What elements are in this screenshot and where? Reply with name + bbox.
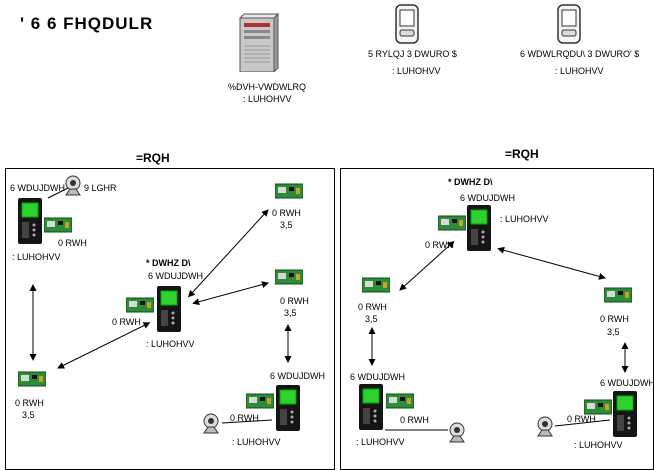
mote-pir-label: 3,5 xyxy=(284,308,297,318)
gateway-label: * DWHZ D\ xyxy=(448,177,493,187)
webcam-icon xyxy=(446,422,468,444)
link-gateway-to-mote-mr xyxy=(198,283,268,302)
pda-b-wireless-label: : LUHOHVV xyxy=(555,66,604,76)
stargate-device-icon xyxy=(612,390,638,438)
mote-label: 0 RWH xyxy=(112,317,141,327)
mote-board-icon xyxy=(438,214,466,232)
stargate-label: 6 WDUJDWH xyxy=(270,371,325,381)
mote-label: 0 RWH xyxy=(280,296,309,306)
pda-a-wireless-label: : LUHOHVV xyxy=(392,66,441,76)
stargate-device-icon xyxy=(358,383,384,431)
mote-pir-label: 3,5 xyxy=(607,327,620,337)
pda-a-label: 5 RYLQJ 3 DWURO $ xyxy=(368,49,457,59)
wireless-label: : LUHOHVV xyxy=(232,437,281,447)
mote-board-icon xyxy=(275,182,303,200)
stargate-label: 6 WDUJDWH xyxy=(10,183,65,193)
pda-icon xyxy=(394,3,420,45)
stargate-label: 6 WDUJDWH xyxy=(350,372,405,382)
zone-left-title: =RQH xyxy=(136,151,170,165)
pda-b-label: 6 WDWLRQDU\ 3 DWURO' $ xyxy=(520,49,639,59)
stargate-device-icon xyxy=(156,285,182,333)
mote-board-icon xyxy=(386,392,414,410)
mote-board-icon xyxy=(246,392,274,410)
pda-icon xyxy=(556,3,582,45)
gateway-label: * DWHZ D\ xyxy=(146,258,191,268)
mote-label: 0 RWH xyxy=(272,208,301,218)
mote-label: 0 RWH xyxy=(58,238,87,248)
wireless-label: : LUHOHVV xyxy=(356,437,405,447)
mote-board-icon xyxy=(362,276,390,294)
mote-label: 0 RWH xyxy=(400,415,429,425)
stargate-device-icon xyxy=(466,204,492,252)
link-gateway-to-mote-bl xyxy=(58,325,145,368)
wireless-label: : LUHOHVV xyxy=(574,440,623,450)
mote-pir-label: 3,5 xyxy=(280,220,293,230)
mote-board-icon xyxy=(275,268,303,286)
mote-board-icon xyxy=(126,296,154,314)
mote-label: 0 RWH xyxy=(567,414,596,424)
wireless-label: : LUHOHVV xyxy=(500,214,549,224)
wireless-label: : LUHOHVV xyxy=(146,339,195,349)
mote-label: 0 RWH xyxy=(15,398,44,408)
stargate-label: 6 WDUJDWH xyxy=(460,193,515,203)
link-gateway-to-mote-tr xyxy=(192,210,268,293)
zone-right-title: =RQH xyxy=(505,147,539,161)
page-title: ' 6 6 FHQDULR xyxy=(20,14,153,34)
webcam-icon xyxy=(200,413,222,435)
video-label: 9 LGHR xyxy=(84,183,117,193)
mote-board-icon xyxy=(18,370,46,388)
server-icon xyxy=(234,10,280,72)
wireless-label: : LUHOHVV xyxy=(12,252,61,262)
link-gateway-to-mote-l xyxy=(400,245,450,290)
mote-label: 0 RWH xyxy=(230,413,259,423)
basestation-wireless-label: : LUHOHVV xyxy=(243,94,292,104)
mote-pir-label: 3,5 xyxy=(22,410,35,420)
mote-board-icon xyxy=(604,286,632,304)
mote-label: 0 RWH xyxy=(425,240,454,250)
basestation-label: %DVH-VWDWLRQ xyxy=(228,82,306,92)
webcam-icon xyxy=(62,175,84,197)
stargate-device-icon xyxy=(17,197,43,245)
stargate-device-icon xyxy=(275,384,301,432)
mote-label: 0 RWH xyxy=(358,302,387,312)
webcam-icon xyxy=(534,416,556,438)
mote-pir-label: 3,5 xyxy=(365,314,378,324)
mote-board-icon xyxy=(44,216,72,234)
link-gateway-to-mote-r xyxy=(503,250,605,278)
stargate-label: 6 WDUJDWH xyxy=(148,271,203,281)
stargate-label: 6 WDUJDWH xyxy=(600,378,654,388)
mote-label: 0 RWH xyxy=(600,314,629,324)
